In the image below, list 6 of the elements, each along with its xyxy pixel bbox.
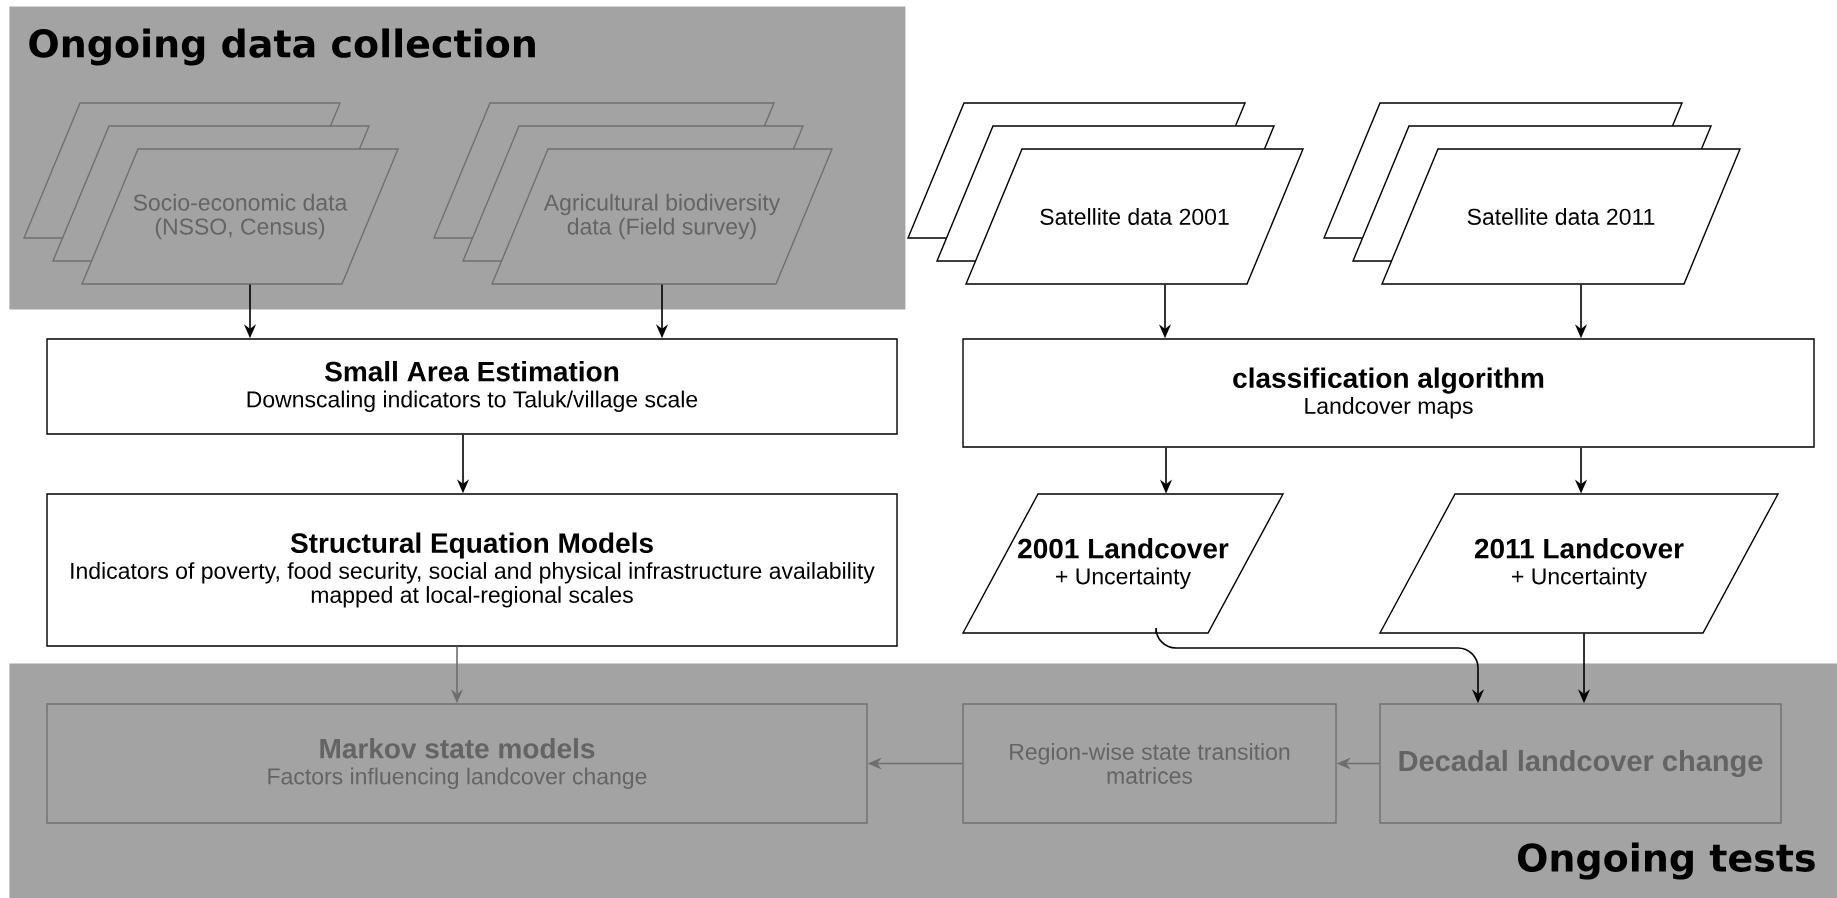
process-box: Decadal landcover change [1379, 703, 1782, 824]
process-box: Region-wise state transition matrices [962, 703, 1337, 824]
process-box: classification algorithm Landcover maps [962, 338, 1815, 448]
process-box: Small Area Estimation Downscaling indicators to Taluk/village scale [46, 338, 898, 435]
process-box: Markov state models Factors influencing landcover change [46, 703, 868, 824]
process-box: Structural Equation Models Indicators of poverty, food security, social and physical infrastructure availability mapped at local-regional scales [46, 493, 898, 647]
